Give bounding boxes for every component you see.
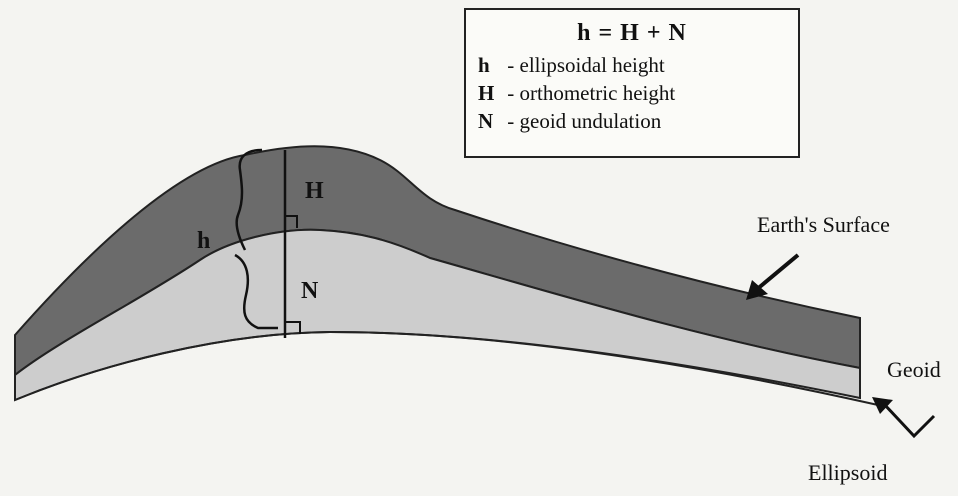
legend-symbol-H: H [478,79,502,107]
legend-text-N: - geoid undulation [507,109,661,133]
legend-symbol-N: N [478,107,502,135]
legend-box: h = H + N h - ellipsoidal height H - ort… [464,8,800,158]
legend-symbol-h: h [478,51,502,79]
ellipsoid-arrow [884,404,934,436]
legend-item-h: h - ellipsoidal height [478,51,786,79]
label-earth-surface: Earth's Surface [757,212,890,238]
legend-formula: h = H + N [478,20,786,47]
label-H: H [305,178,324,205]
label-geoid: Geoid [887,357,941,383]
label-ellipsoid: Ellipsoid [808,460,887,486]
label-N: N [301,278,318,305]
legend-text-h: - ellipsoidal height [507,53,664,77]
earth-surface-arrow [756,255,798,290]
legend-text-H: - orthometric height [507,81,675,105]
label-h: h [197,228,210,255]
legend-item-H: H - orthometric height [478,79,786,107]
legend-item-N: N - geoid undulation [478,107,786,135]
